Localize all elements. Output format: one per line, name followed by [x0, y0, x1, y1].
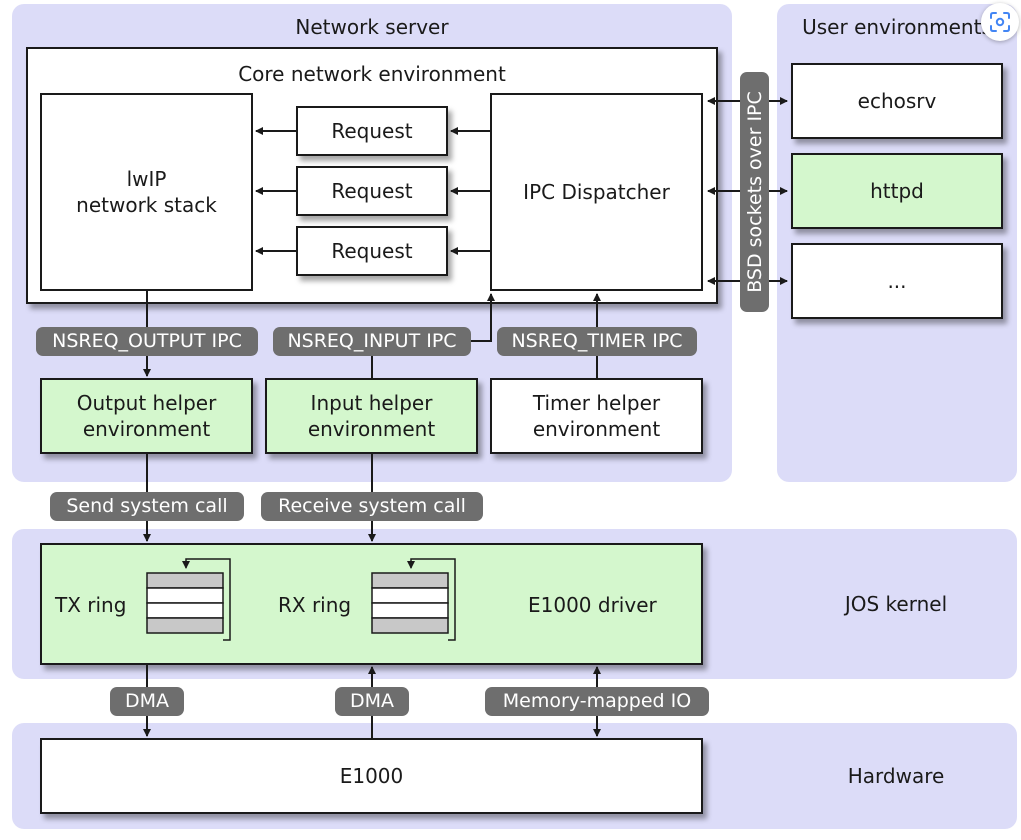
e1000-driver-label: E1000 driver	[528, 593, 657, 617]
input-helper-label-2: environment	[307, 417, 436, 441]
request-box-3: Request	[296, 226, 448, 276]
nsreq-input-ipc-label: NSREQ_INPUT IPC	[273, 327, 471, 356]
output-helper-label-1: Output helper	[76, 391, 217, 415]
rx-ring-label: RX ring	[278, 593, 352, 617]
output-helper-label-2: environment	[82, 417, 211, 441]
timer-helper-box: Timer helper environment	[490, 378, 703, 454]
request-label-3: Request	[331, 239, 413, 263]
input-helper-label-1: Input helper	[310, 391, 433, 415]
e1000-device-label: E1000	[339, 764, 404, 788]
bsd-sockets-over-ipc-label: BSD sockets over IPC	[740, 72, 769, 312]
jos-kernel-title: JOS kernel	[844, 592, 948, 616]
rx-dma-label: DMA	[335, 687, 409, 716]
timer-helper-label-2: environment	[532, 417, 661, 441]
nsreq-output-ipc-label: NSREQ_OUTPUT IPC	[36, 327, 258, 356]
receive-system-call-label: Receive system call	[261, 492, 483, 521]
tx-dma-label: DMA	[110, 687, 184, 716]
memory-mapped-io-label: Memory-mapped IO	[485, 687, 709, 716]
ipc-dispatcher-label: IPC Dispatcher	[523, 180, 670, 204]
input-helper-box: Input helper environment	[265, 378, 478, 454]
request-label-1: Request	[331, 119, 413, 143]
lwip-label: lwIP	[126, 167, 167, 191]
timer-helper-label-1: Timer helper	[532, 391, 661, 415]
request-box-1: Request	[296, 106, 448, 156]
nsreq-timer-ipc-label: NSREQ_TIMER IPC	[497, 327, 697, 356]
more-envs-label: ...	[887, 269, 907, 293]
tx-ring-buffer-icon	[146, 558, 231, 641]
echosrv-label: echosrv	[857, 89, 937, 113]
lwip-network-stack-box: lwIP network stack	[40, 93, 253, 291]
user-env-more: ...	[791, 243, 1003, 319]
rx-ring-buffer-icon	[371, 558, 456, 641]
user-env-echosrv: echosrv	[791, 63, 1003, 139]
send-system-call-label: Send system call	[50, 492, 244, 521]
network-stack-label: network stack	[76, 193, 217, 217]
user-environments-title: User environments	[802, 15, 992, 39]
core-network-environment-title: Core network environment	[238, 62, 506, 86]
request-label-2: Request	[331, 179, 413, 203]
network-server-title: Network server	[295, 15, 449, 39]
output-helper-box: Output helper environment	[40, 378, 253, 454]
user-env-httpd: httpd	[791, 153, 1003, 229]
tx-ring-label: TX ring	[55, 593, 127, 617]
e1000-device-box: E1000	[40, 738, 703, 814]
bsd-sockets-over-ipc-text: BSD sockets over IPC	[743, 91, 766, 293]
lens-icon	[990, 12, 1010, 32]
lens-button[interactable]	[981, 3, 1019, 41]
httpd-label: httpd	[870, 179, 924, 203]
hardware-title: Hardware	[847, 764, 945, 788]
ipc-dispatcher-box: IPC Dispatcher	[490, 93, 703, 291]
request-box-2: Request	[296, 166, 448, 216]
